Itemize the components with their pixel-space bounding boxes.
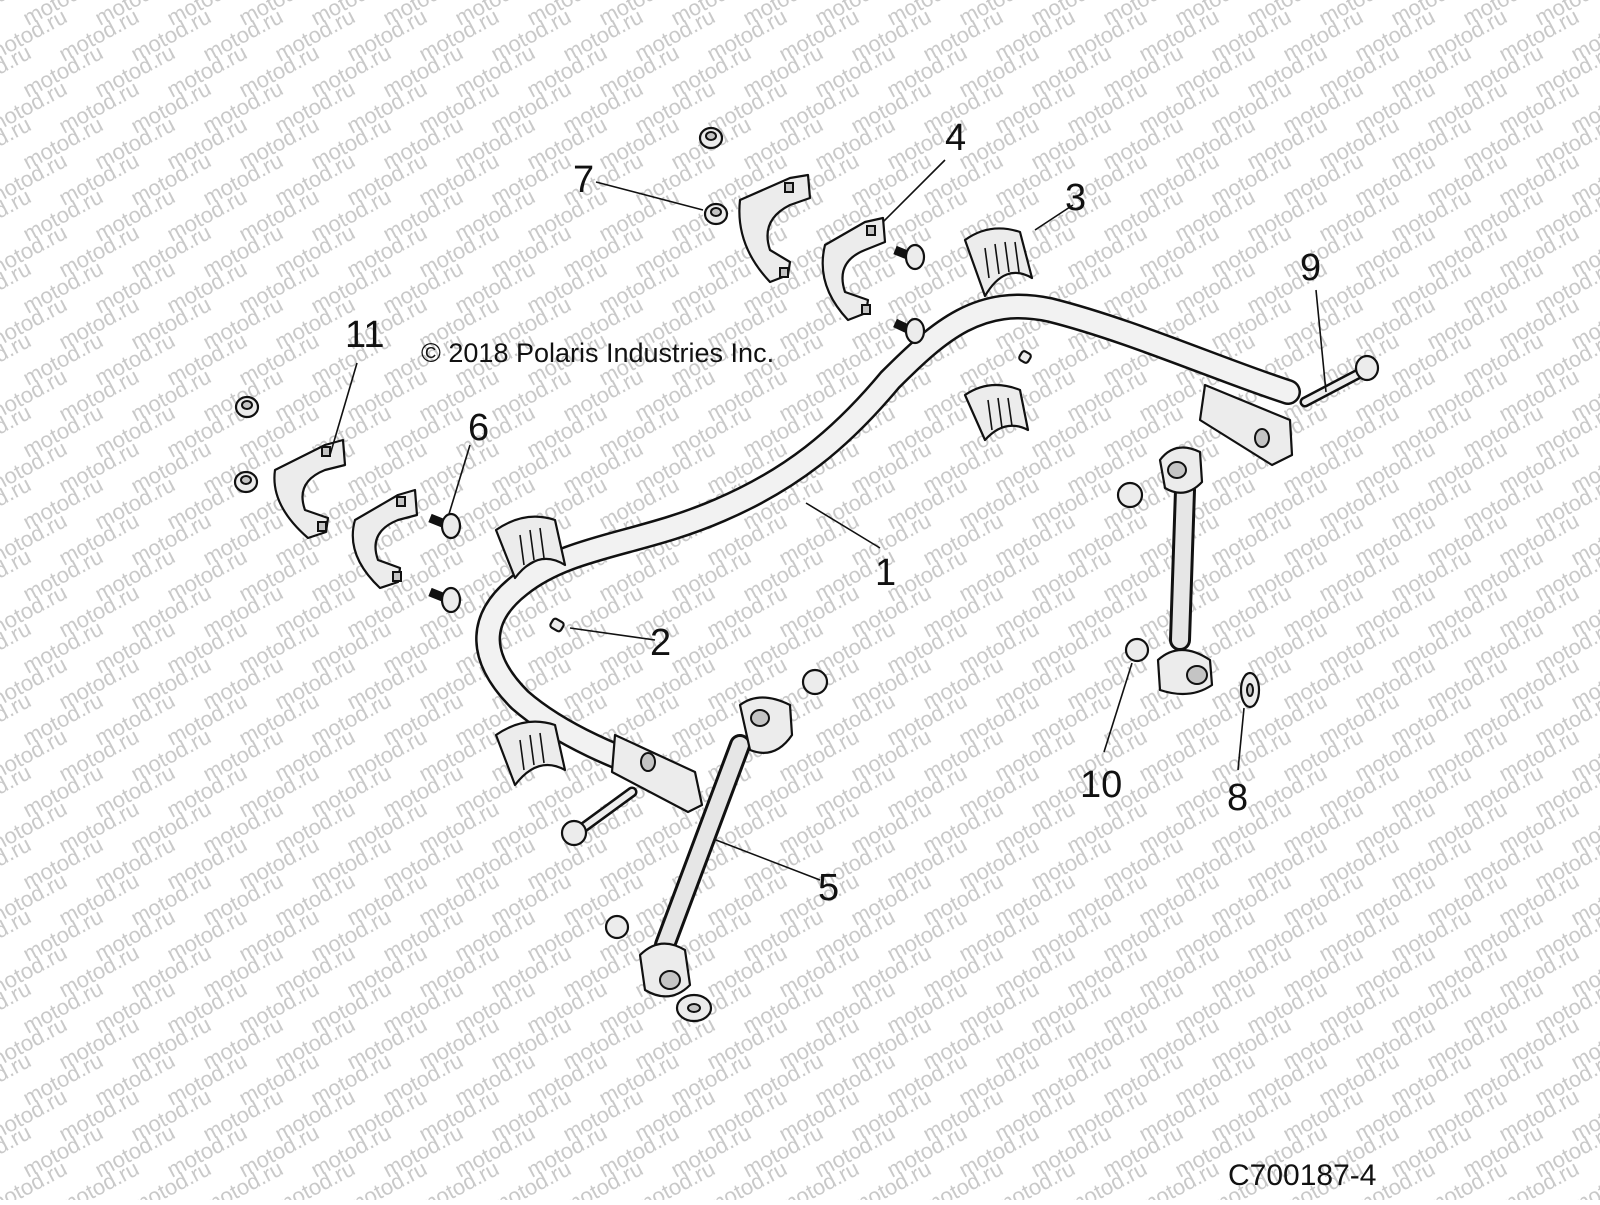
callout-9: 9 (1300, 247, 1321, 289)
callout-10: 10 (1080, 764, 1122, 806)
callout-8: 8 (1227, 777, 1248, 819)
diagram-code: C700187-4 (1228, 1159, 1376, 1192)
callout-4: 4 (945, 117, 966, 159)
copyright-notice: © 2018 Polaris Industries Inc. (421, 338, 774, 368)
callout-7: 7 (573, 159, 594, 201)
callout-6: 6 (468, 407, 489, 449)
callout-5: 5 (818, 867, 839, 909)
callout-11: 11 (345, 314, 384, 356)
bushing-clamp (273, 173, 887, 590)
callout-2: 2 (650, 622, 671, 664)
callout-1: 1 (875, 552, 896, 594)
callout-3: 3 (1065, 177, 1086, 219)
